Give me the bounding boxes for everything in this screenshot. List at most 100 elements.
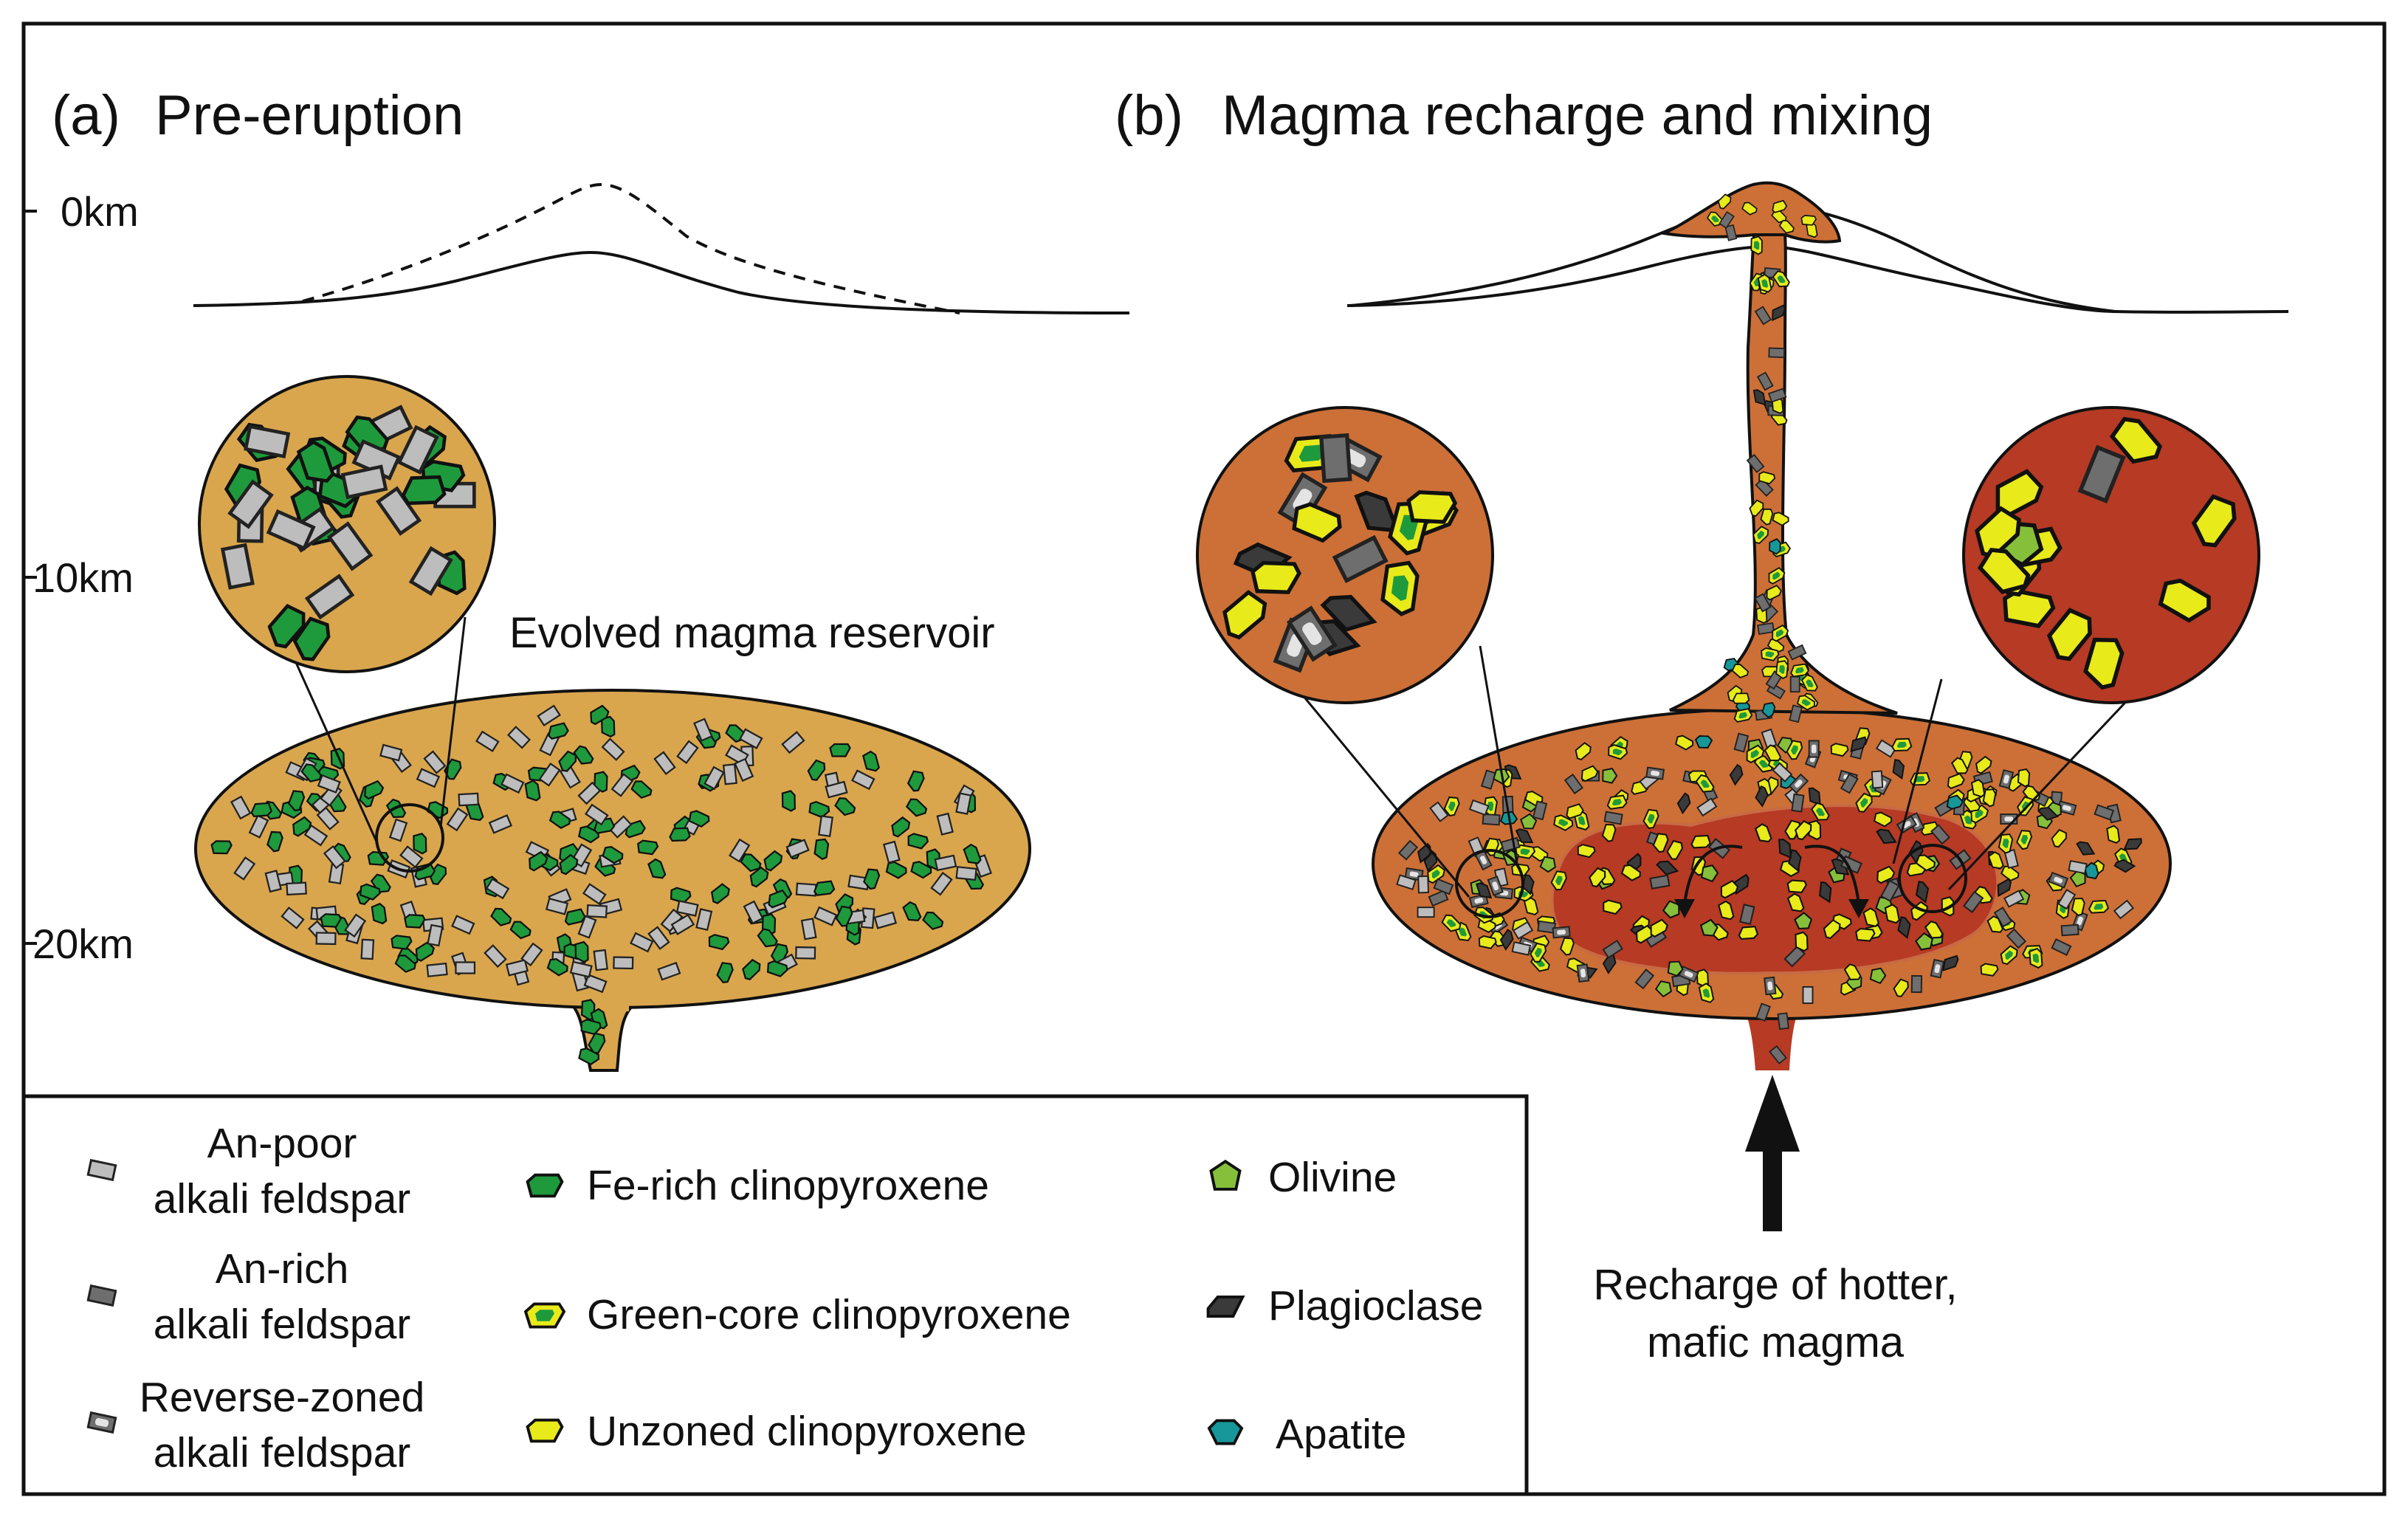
crystal-a-anpoor [795,882,817,897]
crystal-b-mafic-anrich [1649,874,1671,890]
crystal-b-rev [1576,963,1590,983]
crystal-a-anpoor [426,962,448,977]
inset-a-crystal-fecpx [402,477,444,503]
crystal-b-anpoor [1417,907,1435,918]
crystal-b-anrich [1482,813,1501,826]
legend-an-poor-line2: alkali feldspar [154,1175,411,1222]
legend-olivine: Olivine [1209,1154,1397,1201]
crystal-a-anpoor [586,904,608,918]
crystal-a-anpoor [800,918,817,940]
crystal-b-conduit-uzcpx [1732,692,1750,704]
crystal-a-anpoor [315,932,337,946]
crystal-a-anpoor [360,938,375,960]
inset-a-crystal-anpoor [223,545,252,588]
recharge-label-line1: Recharge of hotter, [1593,1261,1957,1309]
crystal-a-anpoor [955,792,972,815]
inset-hybrid-crystal-uzcpx [1252,563,1299,593]
panel-a-volcano-profile [193,182,1130,314]
crystal-b-anrich [2060,923,2080,937]
legend-plagioclase: Plagioclase [1206,1282,1484,1329]
legend-unzoned-clinopyroxene: Unzoned clinopyroxene [526,1408,1027,1455]
crystal-a-fecpx [403,913,426,929]
legend-green-core-cpx-label: Green-core clinopyroxene [587,1291,1071,1338]
crystal-a-fecpx [413,833,427,855]
crystal-b-conduit-gccpx [1750,235,1763,255]
crystal-b-conduit-apat [1769,538,1781,555]
crystal-a-fecpx [574,940,589,963]
legend-an-rich-alkali-feldspar: An-rich alkali feldspar [86,1245,411,1348]
crystal-a-anpoor [427,923,444,947]
legend: An-poor alkali feldspar An-rich alkali f… [21,1094,1529,1496]
legend-reverse-zoned-line1: Reverse-zoned [140,1374,425,1421]
depth-tick-0km: 0km [61,188,139,235]
panel-b-reservoir [1372,181,2172,1070]
crystal-b-anpoor [1417,875,1429,894]
legend-plagioclase-label: Plagioclase [1268,1282,1484,1329]
reservoir-label: Evolved magma reservoir [509,609,995,657]
panel-b-label: (b) [1115,84,1183,147]
legend-apatite: Apatite [1207,1411,1406,1458]
legend-reverse-zoned-alkali-feldspar: Reverse-zoned alkali feldspar [86,1374,425,1476]
legend-apatite-label: Apatite [1276,1411,1406,1458]
legend-frame [21,1094,1529,1496]
legend-reverse-zoned-line2: alkali feldspar [154,1429,411,1476]
crystal-a-anpoor [818,815,833,837]
crystal-b-mafic-uzcpx [1690,834,1711,849]
crystal-b-mafic-uzcpx [1795,931,1809,952]
depth-tick-20km: 20km [32,921,134,967]
panel-b-zoom-lines [1294,645,2135,918]
depth-axis: 0km 10km 20km [24,188,139,967]
panel-a-inset-circle [198,375,496,673]
crystal-b-anpoor [2068,860,2088,875]
crystal-b-rev [1552,926,1571,939]
legend-an-rich-line2: alkali feldspar [154,1301,411,1348]
mixing-arrowhead-left [1674,899,1695,918]
crystal-a-fecpx [210,840,233,855]
crystal-a-anpoor [955,866,977,881]
recharge-label-line2: mafic magma [1647,1318,1905,1366]
crystal-a-fecpx [320,912,343,928]
crystal-a-anpoor [722,763,737,785]
crystal-b-anrich [1910,974,1923,994]
inset-a-crystal-anpoor [246,427,289,456]
panel-a-title: Pre-eruption [155,84,464,147]
panel-a-reservoir [194,689,1031,1072]
crystal-b-conduit-anrich [1789,675,1800,693]
crystal-b-gccpx [1909,772,1931,786]
legend-green-core-clinopyroxene: Green-core clinopyroxene [524,1291,1071,1338]
crystal-a-anpoor [795,946,816,960]
crystal-a-fecpx [668,827,691,842]
legend-unzoned-cpx-label: Unzoned clinopyroxene [587,1408,1027,1455]
crystal-b-mafic-uzcpx [1738,925,1759,940]
mixing-arrowhead-right [1848,899,1869,918]
panel-b-inset-mafic [1962,406,2260,704]
crystal-a-fecpx [250,802,273,818]
mixing-arrows [1683,845,1860,905]
recharge-arrow [1745,1075,1800,1231]
crystal-b-gccpx [1891,737,1913,752]
panel-b-inset-hybrid [1196,406,1494,704]
crystal-a-fecpx [781,790,797,812]
crystal-b-conduit-anrich [1757,622,1775,635]
crystal-b-anpoor [1871,770,1884,789]
crystal-b-rev [1645,766,1665,780]
panel-b-title: Magma recharge and mixing [1222,84,1933,147]
crystal-b-anrich [1791,793,1805,813]
crystal-a-anpoor [613,956,634,970]
crystal-b-rev [1764,976,1777,996]
crystal-b-rev [1808,740,1820,758]
crystal-b-conduit-anrich [1768,347,1786,359]
crystal-b-anpoor [1802,985,1814,1005]
legend-fe-rich-cpx-label: Fe-rich clinopyroxene [587,1162,989,1209]
panel-a-label: (a) [52,84,120,147]
crystal-a-anpoor [593,949,608,971]
depth-tick-10km: 10km [32,554,134,601]
crystal-b-anrich [1603,811,1623,825]
crystal-b-feeder-anrich [1777,1012,1789,1030]
legend-olivine-label: Olivine [1268,1154,1397,1201]
crystal-b-apat [1694,735,1713,749]
legend-an-rich-line1: An-rich [216,1245,349,1293]
crystal-a-fecpx [829,743,851,757]
inset-hybrid-crystal-anrich [1321,436,1350,481]
